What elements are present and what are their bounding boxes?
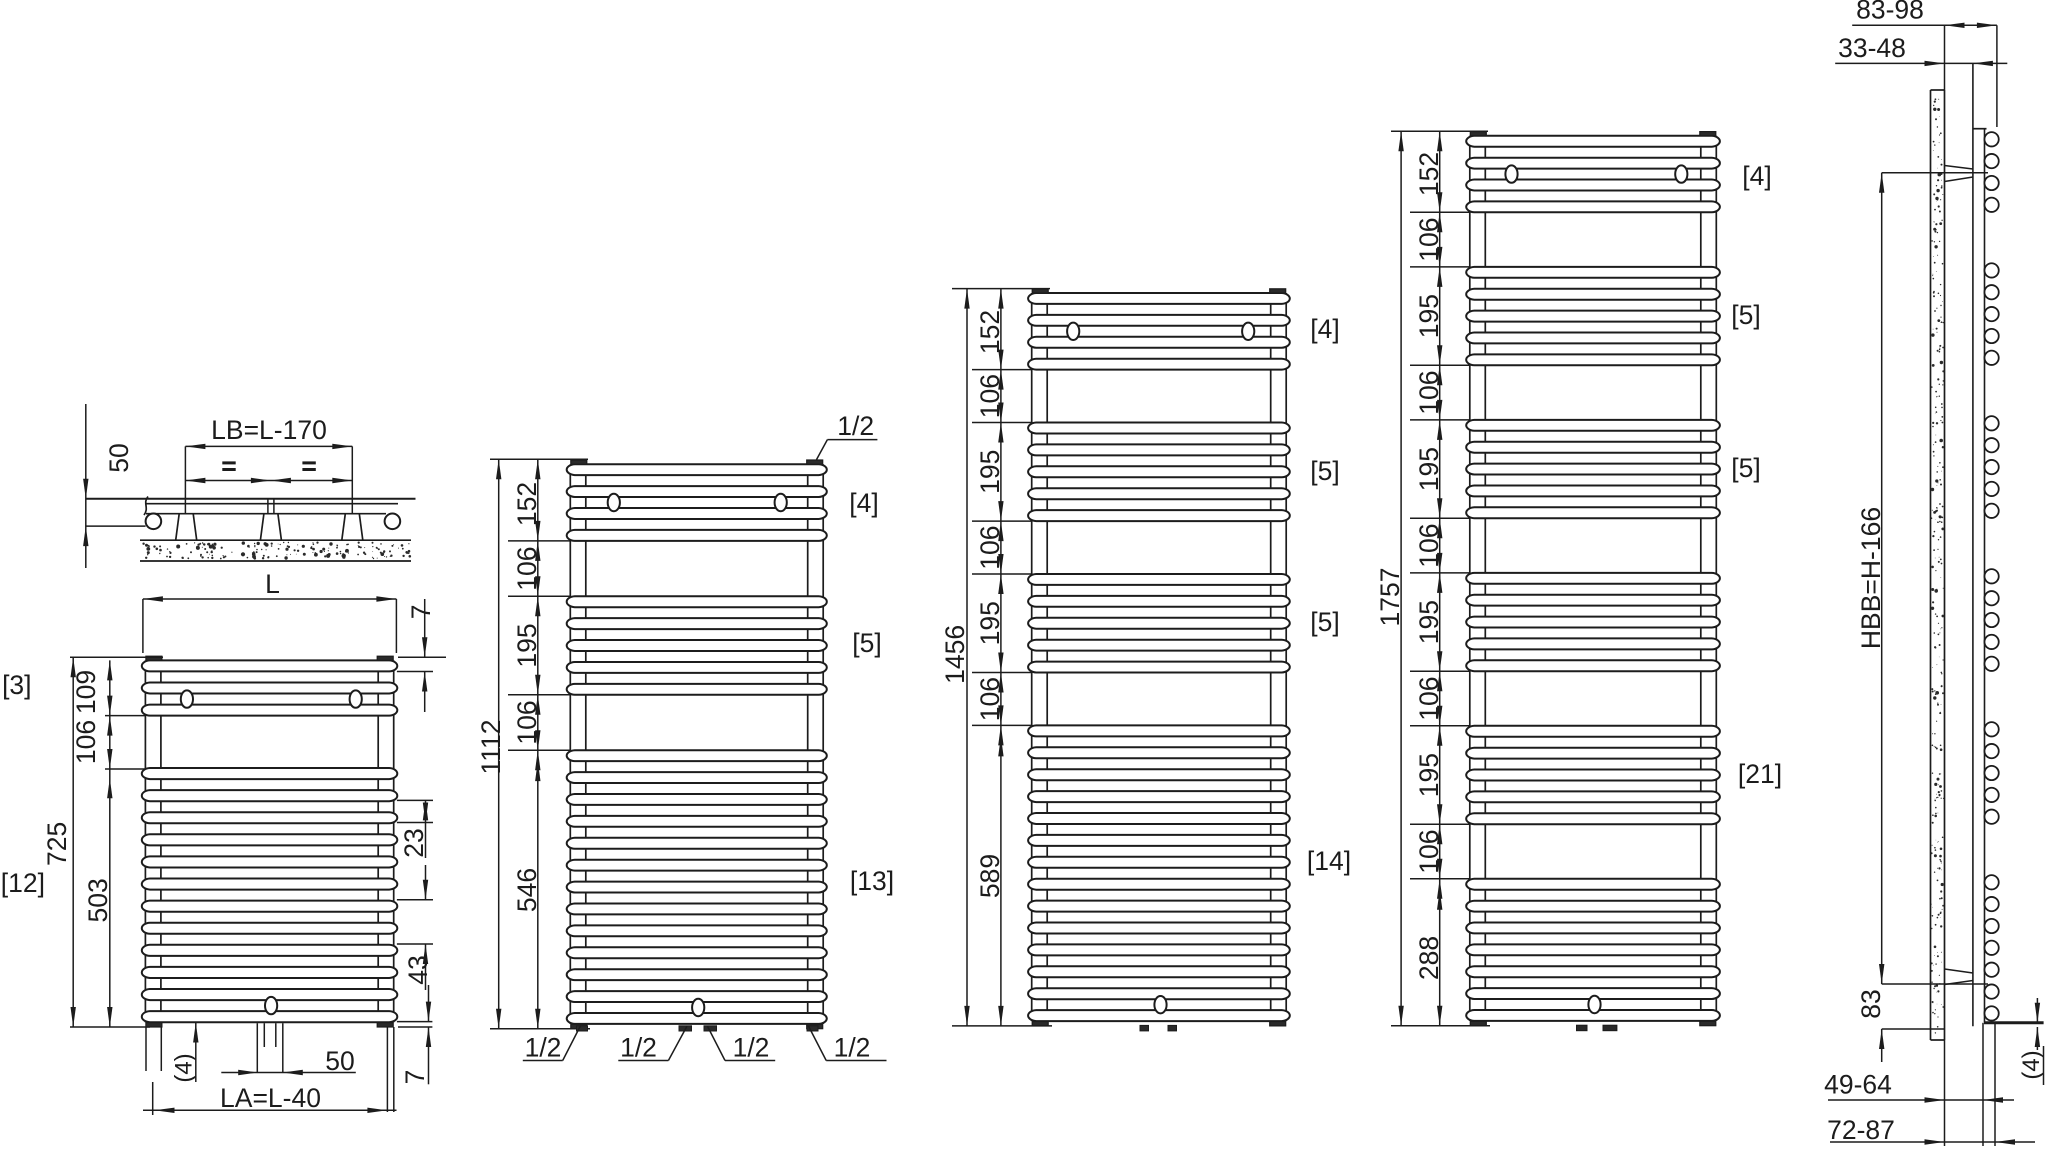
svg-text:7: 7 [400, 1070, 430, 1085]
svg-text:LA=L-40: LA=L-40 [220, 1083, 321, 1113]
svg-text:106: 106 [975, 374, 1005, 418]
svg-text:106: 106 [512, 700, 542, 744]
svg-text:195: 195 [1414, 600, 1444, 644]
svg-text:[5]: [5] [1310, 607, 1339, 637]
svg-text:152: 152 [975, 310, 1005, 354]
svg-text:152: 152 [512, 482, 542, 526]
svg-text:106: 106 [1414, 676, 1444, 720]
svg-text:[5]: [5] [1310, 456, 1339, 486]
svg-text:49-64: 49-64 [1824, 1070, 1892, 1100]
svg-text:33-48: 33-48 [1838, 33, 1906, 63]
svg-text:(4): (4) [2018, 1050, 2045, 1079]
svg-text:106: 106 [71, 720, 101, 764]
svg-text:109: 109 [71, 670, 101, 714]
svg-text:1/2: 1/2 [620, 1033, 657, 1063]
svg-text:23: 23 [399, 828, 429, 857]
svg-text:[12]: [12] [1, 868, 45, 898]
svg-text:195: 195 [975, 601, 1005, 645]
svg-text:1112: 1112 [476, 719, 506, 774]
svg-text:[4]: [4] [1742, 161, 1771, 191]
svg-text:1/2: 1/2 [837, 411, 874, 441]
svg-text:[5]: [5] [1731, 453, 1760, 483]
svg-text:503: 503 [83, 878, 113, 922]
svg-text:589: 589 [975, 854, 1005, 898]
svg-text:[5]: [5] [1731, 300, 1760, 330]
svg-text:(4): (4) [171, 1053, 198, 1082]
svg-text:1456: 1456 [940, 625, 970, 684]
svg-text:195: 195 [1414, 294, 1444, 338]
svg-text:1/2: 1/2 [525, 1033, 562, 1063]
svg-text:72-87: 72-87 [1827, 1115, 1895, 1145]
svg-text:106: 106 [975, 677, 1005, 721]
svg-text:[4]: [4] [1310, 314, 1339, 344]
svg-text:106: 106 [1414, 370, 1444, 414]
svg-text:195: 195 [512, 623, 542, 667]
svg-text:546: 546 [512, 868, 542, 912]
svg-text:195: 195 [1414, 447, 1444, 491]
svg-text:[13]: [13] [850, 866, 894, 896]
svg-text:[4]: [4] [849, 488, 878, 518]
svg-text:195: 195 [1414, 753, 1444, 797]
svg-text:83: 83 [1856, 989, 1886, 1018]
svg-text:HBB=H-166: HBB=H-166 [1856, 507, 1886, 649]
svg-text:50: 50 [325, 1046, 354, 1076]
svg-text:[3]: [3] [2, 670, 31, 700]
svg-text:106: 106 [1414, 217, 1444, 261]
svg-text:[5]: [5] [852, 628, 881, 658]
svg-text:LB=L-170: LB=L-170 [211, 415, 327, 445]
svg-text:83-98: 83-98 [1856, 0, 1924, 25]
svg-text:288: 288 [1414, 936, 1444, 980]
svg-text:7: 7 [406, 605, 436, 620]
svg-text:1/2: 1/2 [834, 1033, 871, 1063]
svg-text:106: 106 [1414, 829, 1444, 873]
svg-text:106: 106 [512, 546, 542, 590]
svg-text:1757: 1757 [1375, 568, 1405, 627]
svg-text:1/2: 1/2 [733, 1033, 770, 1063]
svg-text:106: 106 [1414, 523, 1444, 567]
svg-text:[21]: [21] [1738, 759, 1782, 789]
svg-text:50: 50 [104, 443, 134, 472]
svg-text:43: 43 [403, 955, 433, 984]
svg-text:725: 725 [42, 822, 72, 866]
svg-text:152: 152 [1414, 152, 1444, 196]
svg-text:[14]: [14] [1307, 846, 1351, 876]
svg-text:L: L [265, 569, 280, 599]
svg-text:106: 106 [975, 525, 1005, 569]
svg-text:195: 195 [975, 450, 1005, 494]
